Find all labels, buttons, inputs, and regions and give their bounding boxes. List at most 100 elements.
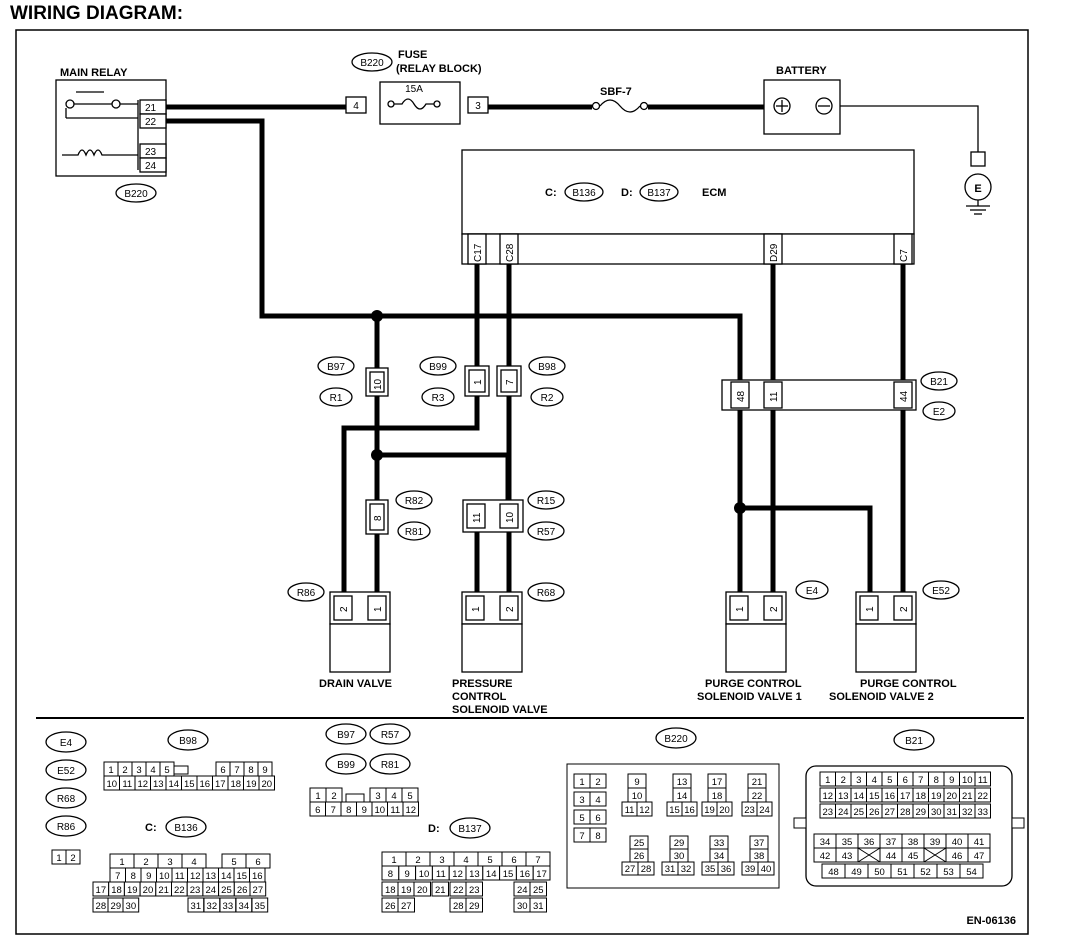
b136-pin-11: 11 [175, 871, 185, 882]
b220-pin-15: 15 [669, 805, 680, 816]
purge1-label-2: SOLENOID VALVE 1 [697, 691, 802, 703]
b137-cell [413, 881, 431, 897]
ground-symbol: E [964, 151, 992, 215]
b137-pin-14: 14 [486, 869, 497, 880]
fuse-pin-3: 3 [475, 101, 481, 112]
b220-pin-33: 33 [714, 838, 725, 849]
b21-pin-25: 25 [853, 807, 864, 818]
ecm: C: B136 D: B137 ECM C17 C28 D29 C7 [461, 149, 915, 265]
b21-pin-51: 51 [897, 867, 908, 878]
b136-pin-16: 16 [252, 871, 263, 882]
legend-tag-label-b97: B97 [337, 730, 355, 741]
b137-pin-20: 20 [417, 885, 428, 896]
r82-bottom-label: R81 [405, 527, 424, 538]
b21-pin-19: 19 [931, 791, 942, 802]
fuse-rating: 15A [405, 84, 423, 95]
drain-valve: R86 2 1 DRAIN VALVE [287, 582, 392, 690]
b220-pin-22: 22 [752, 791, 763, 802]
purge1-pin-1: 1 [735, 606, 746, 612]
legend-tag-label-e4: E4 [60, 738, 73, 749]
b98-bottom-label: R2 [541, 393, 554, 404]
b136-pin-3: 3 [167, 857, 172, 868]
relay-pin-24: 24 [145, 161, 157, 172]
b97-top-label: B97 [327, 362, 345, 373]
b136-pin-4: 4 [191, 857, 196, 868]
b21-pin-14: 14 [853, 791, 864, 802]
b21-pin-7: 7 [918, 775, 923, 786]
legend-c-prefix: C: [145, 822, 157, 834]
b136-pin-1: 1 [119, 857, 124, 868]
b220-cell [716, 801, 733, 817]
purge2-pin-2: 2 [899, 606, 910, 612]
b220-pin-4: 4 [595, 795, 600, 806]
purge1-body [725, 623, 787, 673]
b220-cell [589, 809, 607, 825]
b136-pin-2: 2 [143, 857, 148, 868]
fuse-relay-block: B220 FUSE (RELAY BLOCK) 4 15A 3 [345, 49, 489, 125]
small-conn-pin-2: 2 [70, 853, 75, 864]
b98-pin-15: 15 [184, 779, 195, 790]
b97-bottom-label: R1 [330, 393, 343, 404]
b137-pin-13: 13 [469, 869, 480, 880]
b220-pin-31: 31 [665, 864, 676, 875]
b21-pin-24: 24 [838, 807, 849, 818]
b137-pin-15: 15 [503, 869, 514, 880]
b21-pin-35: 35 [842, 837, 853, 848]
b136-pin-32: 32 [207, 901, 218, 912]
ecm-pin-c7: C7 [899, 249, 910, 262]
b137-cell [465, 881, 483, 897]
b137-cell [397, 897, 415, 913]
b137-pin-4: 4 [463, 855, 468, 866]
purge2-body [855, 623, 917, 673]
mid-conn-pin-4: 4 [391, 791, 396, 802]
b220-pin-29: 29 [674, 838, 685, 849]
wires [166, 104, 979, 596]
b21-pin-40: 40 [952, 837, 963, 848]
b137-cell [532, 865, 551, 881]
b136-pin-9: 9 [146, 871, 151, 882]
b136-pin-35: 35 [255, 901, 266, 912]
b98-pin-5: 5 [164, 765, 169, 776]
b136-pin-14: 14 [221, 871, 232, 882]
b98-pin-11: 11 [122, 779, 132, 790]
b21-pin-41: 41 [974, 837, 985, 848]
b137-pin-17: 17 [536, 869, 547, 880]
connector-b21: 48 11 44 B21 E2 [721, 371, 958, 421]
purge2-label-1: PURGE CONTROL [860, 678, 957, 690]
b21-pin-44: 44 [899, 390, 910, 402]
b137-pin-29: 29 [469, 901, 480, 912]
b98-pin-20: 20 [261, 779, 272, 790]
battery: BATTERY [763, 65, 841, 135]
b220-pin-20: 20 [719, 805, 730, 816]
b21-blank-cross-b [857, 847, 881, 863]
b21-pin-44: 44 [886, 851, 897, 862]
b137-pin-24: 24 [517, 885, 528, 896]
b21-tab-right [1011, 817, 1025, 829]
b21-pin-28: 28 [900, 807, 911, 818]
legend-tag-r68 [45, 787, 87, 809]
b21-cell [967, 847, 991, 863]
b136-pin-31: 31 [191, 901, 202, 912]
connector-r82: 8 R82 R81 [365, 490, 433, 541]
b99-top-label: B99 [429, 362, 447, 373]
b21-pin-23: 23 [822, 807, 833, 818]
b21-pin-30: 30 [931, 807, 942, 818]
b220-pin-37: 37 [754, 838, 765, 849]
legend-d-prefix: D: [428, 823, 440, 835]
b220-cell [677, 861, 695, 876]
b98-pin-8: 8 [248, 765, 253, 776]
b220-pin-18: 18 [712, 791, 723, 802]
b98-pin-18: 18 [230, 779, 241, 790]
b136-pin-28: 28 [96, 901, 107, 912]
legend-tag-e4 [45, 731, 87, 753]
b137-pin-6: 6 [511, 855, 516, 866]
mid-conn-pin-11: 11 [390, 805, 400, 816]
b98-pin-4: 4 [150, 765, 155, 776]
ground-label: E [974, 183, 981, 195]
b220-pin-10: 10 [632, 791, 643, 802]
b21-pin-46: 46 [952, 851, 963, 862]
purge1-pin-2: 2 [769, 606, 780, 612]
main-relay-label: MAIN RELAY [60, 67, 128, 79]
legend-tag-r86 [45, 815, 87, 837]
